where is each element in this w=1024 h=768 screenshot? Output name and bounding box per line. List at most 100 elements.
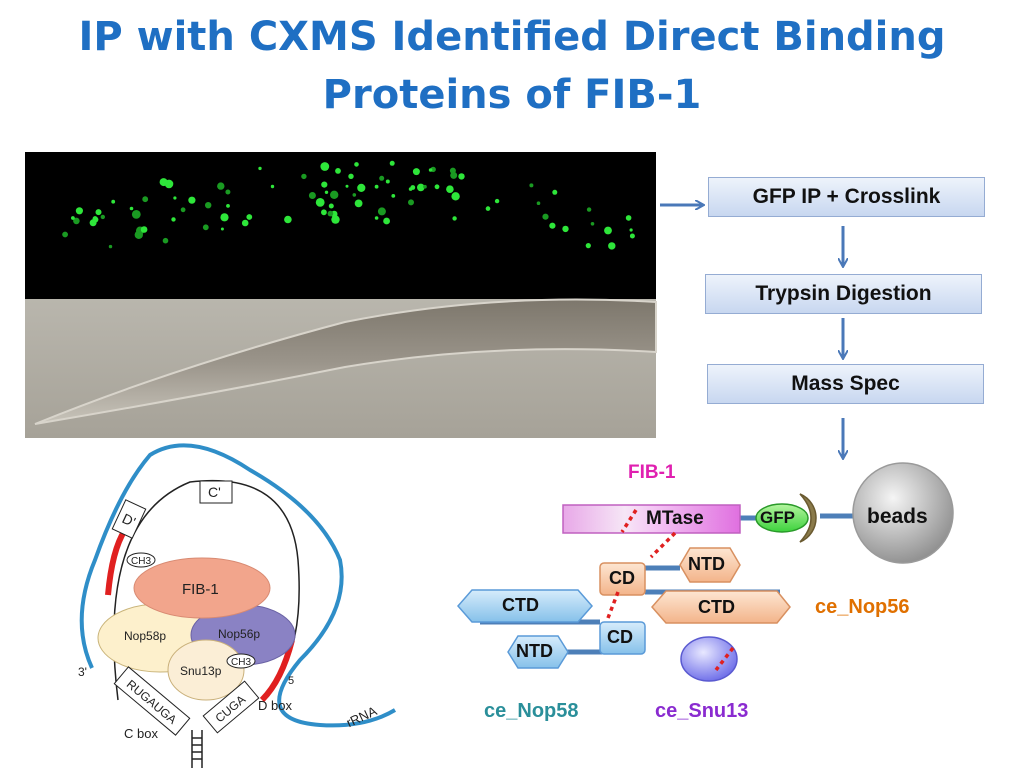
d-prime-box (111, 499, 147, 539)
three-prime-text: 3' (78, 665, 87, 679)
gfp-label: GFP (760, 508, 795, 527)
bead-clamp (799, 493, 817, 543)
gfp-nucleus (485, 206, 491, 211)
gfp-nucleus (205, 202, 212, 209)
gfp-nucleus (180, 207, 186, 213)
ntd-bottom-label: NTD (516, 641, 553, 661)
gfp-nucleus (173, 196, 177, 200)
gfp-nucleus (315, 198, 325, 207)
gfp-nucleus (142, 196, 149, 203)
gfp-nucleus (494, 198, 500, 204)
gfp-nucleus (226, 204, 230, 208)
snu13-label: ce_Snu13 (655, 700, 749, 722)
slide-title: IP with CXMS Identified Direct Binding P… (0, 8, 1024, 124)
gfp-nucleus (111, 199, 116, 204)
gfp-nucleus (335, 168, 341, 174)
gfp-nucleus (391, 194, 396, 198)
gfp-nucleus (159, 178, 168, 187)
stem-rungs (192, 737, 202, 760)
c-prime-box (199, 480, 233, 504)
gfp-nucleus (357, 183, 366, 192)
gfp-nucleus (95, 209, 102, 216)
gfp-nucleus (586, 207, 592, 212)
gfp-nucleus (408, 187, 413, 191)
step-mass-spec: Mass Spec (707, 364, 984, 404)
gfp-nucleus (549, 222, 556, 229)
mtase-label: MTase (646, 508, 704, 529)
gfp-nucleus (92, 216, 98, 222)
c-box-element (113, 666, 191, 736)
gfp-nucleus (129, 206, 134, 211)
rrna-strand (79, 443, 397, 728)
ctd-right-label: CTD (698, 597, 735, 617)
nop58-ntd-domain (507, 635, 569, 669)
cd-top-label: CD (609, 568, 635, 588)
gfp-nucleus (75, 207, 83, 215)
d-box-element (202, 680, 260, 734)
gfp-nucleus (590, 222, 595, 226)
worm-micrograph (25, 152, 657, 438)
gfp-nucleus (217, 182, 225, 190)
step-trypsin: Trypsin Digestion (705, 274, 982, 314)
gfp-nucleus (100, 214, 106, 220)
gfp-nucleus (354, 199, 363, 208)
c-prime-text: C' (208, 484, 221, 500)
gfp-nucleus (328, 203, 334, 209)
fib1-protein-text: FIB-1 (182, 581, 219, 598)
step-gfp-ip: GFP IP + Crosslink (708, 177, 985, 217)
title-line-1: IP with CXMS Identified Direct Binding (78, 14, 946, 60)
gfp-nucleus (408, 199, 414, 206)
gfp-nucleus (629, 233, 635, 239)
gfp-nucleus (585, 243, 591, 249)
gfp-nucleus (270, 184, 275, 189)
gfp-nucleus (140, 226, 148, 233)
gfp-nucleus (629, 228, 633, 232)
gfp-nucleus (108, 244, 113, 249)
ch3-bottom-ellipse (226, 653, 256, 669)
gfp-nucleus (162, 237, 169, 244)
beads (852, 462, 954, 564)
gfp-nucleus (327, 210, 334, 217)
gfp-nucleus (377, 207, 386, 216)
gfp-nucleus (331, 215, 340, 224)
gfp-nucleus (383, 217, 390, 225)
fib1-protein (133, 557, 271, 619)
gfp-nucleus (348, 173, 354, 179)
gfp-nucleus (450, 171, 458, 179)
gfp-nucleus (412, 168, 420, 176)
nop58-cd-domain (599, 621, 646, 655)
gfp-nucleus (308, 192, 316, 199)
gfp-nucleus (345, 184, 349, 188)
gfp-nucleus (202, 224, 209, 231)
cd-bottom-label: CD (607, 627, 633, 647)
ctd-left-label: CTD (502, 595, 539, 615)
gfp-nucleus (608, 242, 616, 250)
ntd-top-label: NTD (688, 554, 725, 574)
gfp-nucleus (552, 189, 558, 195)
nop56-ctd-domain (651, 590, 791, 624)
snorna-loop (113, 479, 300, 701)
gfp-nucleus (73, 217, 80, 225)
gfp-nucleus (434, 184, 440, 190)
nop58-ctd-domain (457, 589, 593, 623)
worm-body (34, 298, 657, 425)
gfp-nucleus (352, 193, 357, 197)
rrna-text: rRNA (344, 703, 379, 730)
gfp-tag (755, 503, 809, 533)
gfp-nucleus (354, 162, 359, 167)
gfp-nucleus (389, 160, 395, 166)
gfp-nucleus (188, 196, 196, 204)
gfp-nucleus (258, 166, 262, 171)
gfp-nucleus (301, 173, 307, 180)
gfp-nucleus (446, 185, 454, 193)
nop56-label: ce_Nop56 (815, 596, 910, 618)
gfp-nucleus (385, 179, 390, 184)
gfp-nucleus (379, 175, 385, 181)
d-box-text: D box (258, 698, 292, 713)
ch3-top-text: CH3 (131, 556, 151, 567)
gfp-nucleus (529, 183, 534, 188)
gfp-nucleus (458, 173, 465, 180)
crosslink-2 (649, 531, 677, 559)
